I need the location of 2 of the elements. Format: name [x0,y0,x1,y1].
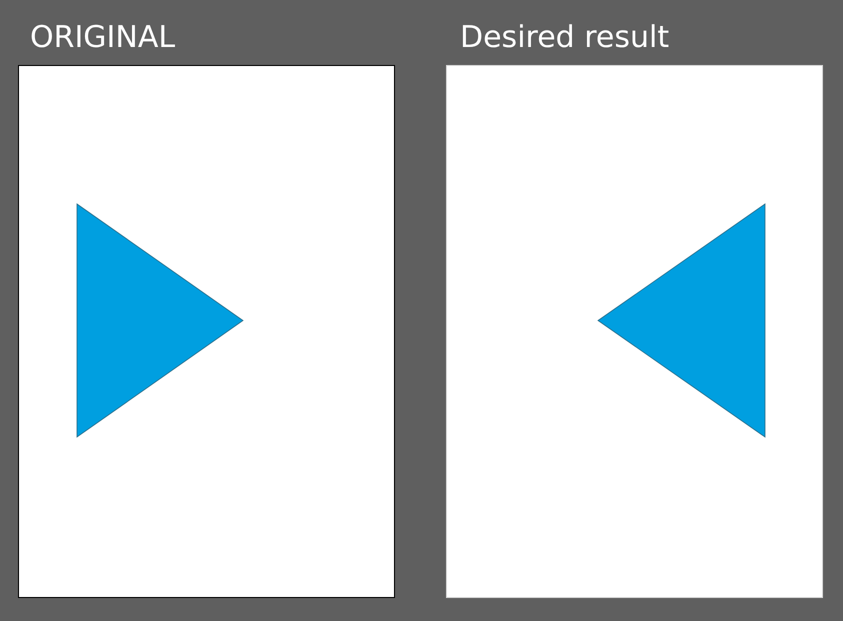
page-heading: Desired result [460,19,670,57]
page-heading: ORIGINAL [30,19,176,57]
